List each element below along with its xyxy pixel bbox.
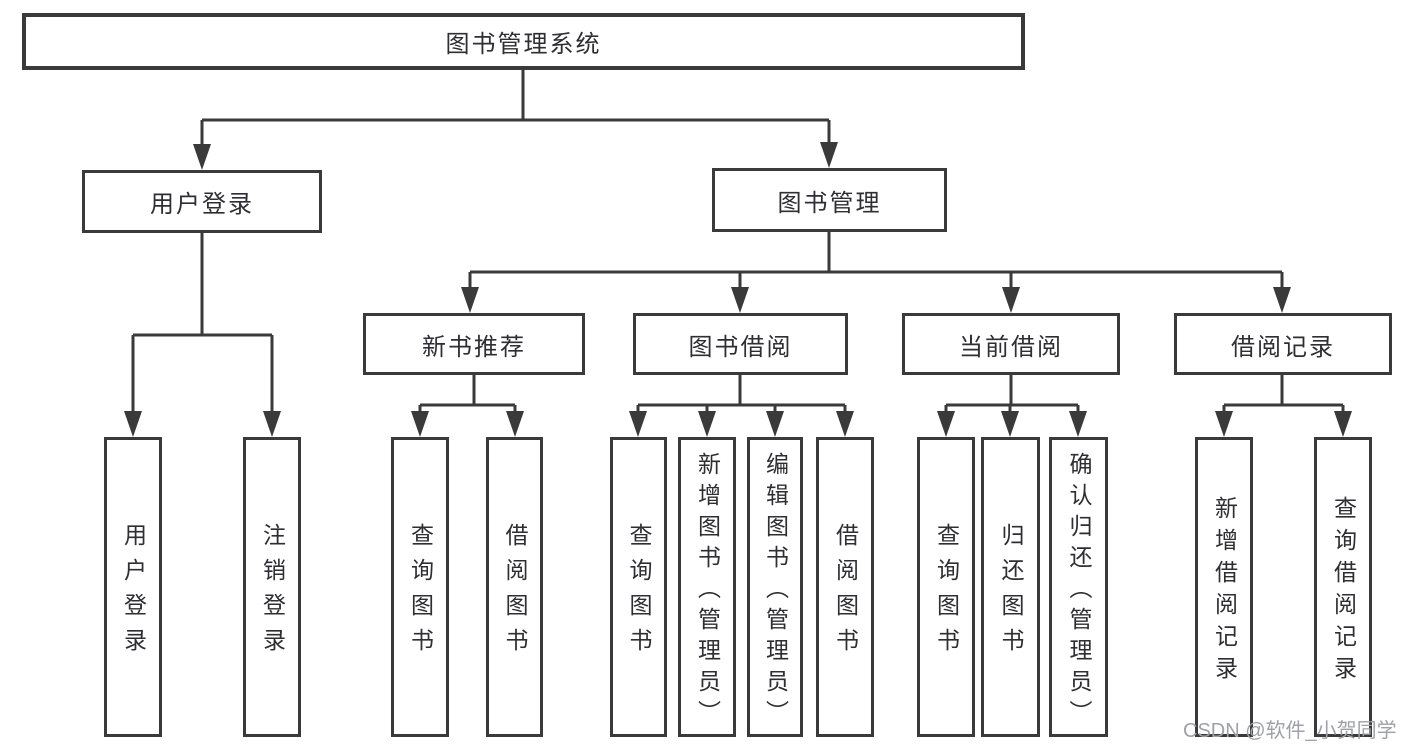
watermark-text: CSDN @软件_小贺同学 [1183, 720, 1397, 742]
node-query-books-2-label: 查询图书 [626, 523, 652, 663]
node-user-login-group: 用户登录 [82, 170, 322, 233]
node-query-books-1: 查询图书 [391, 437, 449, 737]
arrowheads [124, 142, 1352, 437]
node-return-books-label: 归还图书 [998, 523, 1024, 663]
node-borrow-books-2-label: 借阅图书 [832, 523, 859, 663]
node-add-books-admin: 新增图书（管理员） [678, 437, 736, 737]
node-query-books-1-label: 查询图书 [407, 523, 434, 663]
node-book-borrowing-label: 图书借阅 [688, 333, 793, 361]
node-library-management-system-label: 图书管理系统 [445, 31, 602, 58]
node-logout-label: 注销登录 [259, 523, 286, 663]
node-confirm-return-admin: 确认归还（管理员） [1049, 437, 1108, 737]
node-user-login-group-label: 用户登录 [150, 191, 254, 218]
node-confirm-return-admin-label: 确认归还（管理员） [1066, 451, 1092, 731]
node-borrow-books-2: 借阅图书 [816, 437, 874, 737]
node-new-book-recommend-label: 新书推荐 [422, 333, 526, 361]
node-current-borrowing-label: 当前借阅 [959, 333, 1063, 361]
node-edit-books-admin: 编辑图书（管理员） [747, 437, 803, 737]
node-query-books-2: 查询图书 [610, 437, 667, 737]
node-borrowing-records-label: 借阅记录 [1231, 333, 1335, 361]
node-add-borrow-record: 新增借阅记录 [1195, 437, 1253, 737]
node-library-management-system: 图书管理系统 [22, 13, 1025, 70]
node-new-book-recommend: 新书推荐 [363, 313, 585, 375]
node-add-books-admin-label: 新增图书（管理员） [694, 451, 721, 731]
node-return-books: 归还图书 [981, 437, 1040, 737]
node-query-books-3-label: 查询图书 [933, 523, 960, 663]
node-book-management-label: 图书管理 [777, 189, 882, 217]
connector-path [131, 70, 1345, 415]
node-borrow-books-1: 借阅图书 [486, 437, 543, 737]
node-logout: 注销登录 [243, 437, 301, 737]
node-add-borrow-record-label: 新增借阅记录 [1211, 495, 1238, 688]
node-book-management: 图书管理 [712, 168, 947, 232]
node-user-login-label: 用户登录 [120, 523, 147, 663]
node-current-borrowing: 当前借阅 [902, 313, 1120, 375]
node-query-borrow-record: 查询借阅记录 [1314, 437, 1372, 737]
node-query-borrow-record-label: 查询借阅记录 [1330, 495, 1357, 688]
node-query-books-3: 查询图书 [917, 437, 975, 737]
node-borrowing-records: 借阅记录 [1174, 313, 1392, 375]
node-borrow-books-1-label: 借阅图书 [502, 523, 528, 663]
node-book-borrowing: 图书借阅 [633, 313, 848, 375]
node-user-login: 用户登录 [104, 437, 162, 737]
node-edit-books-admin-label: 编辑图书（管理员） [762, 451, 789, 731]
